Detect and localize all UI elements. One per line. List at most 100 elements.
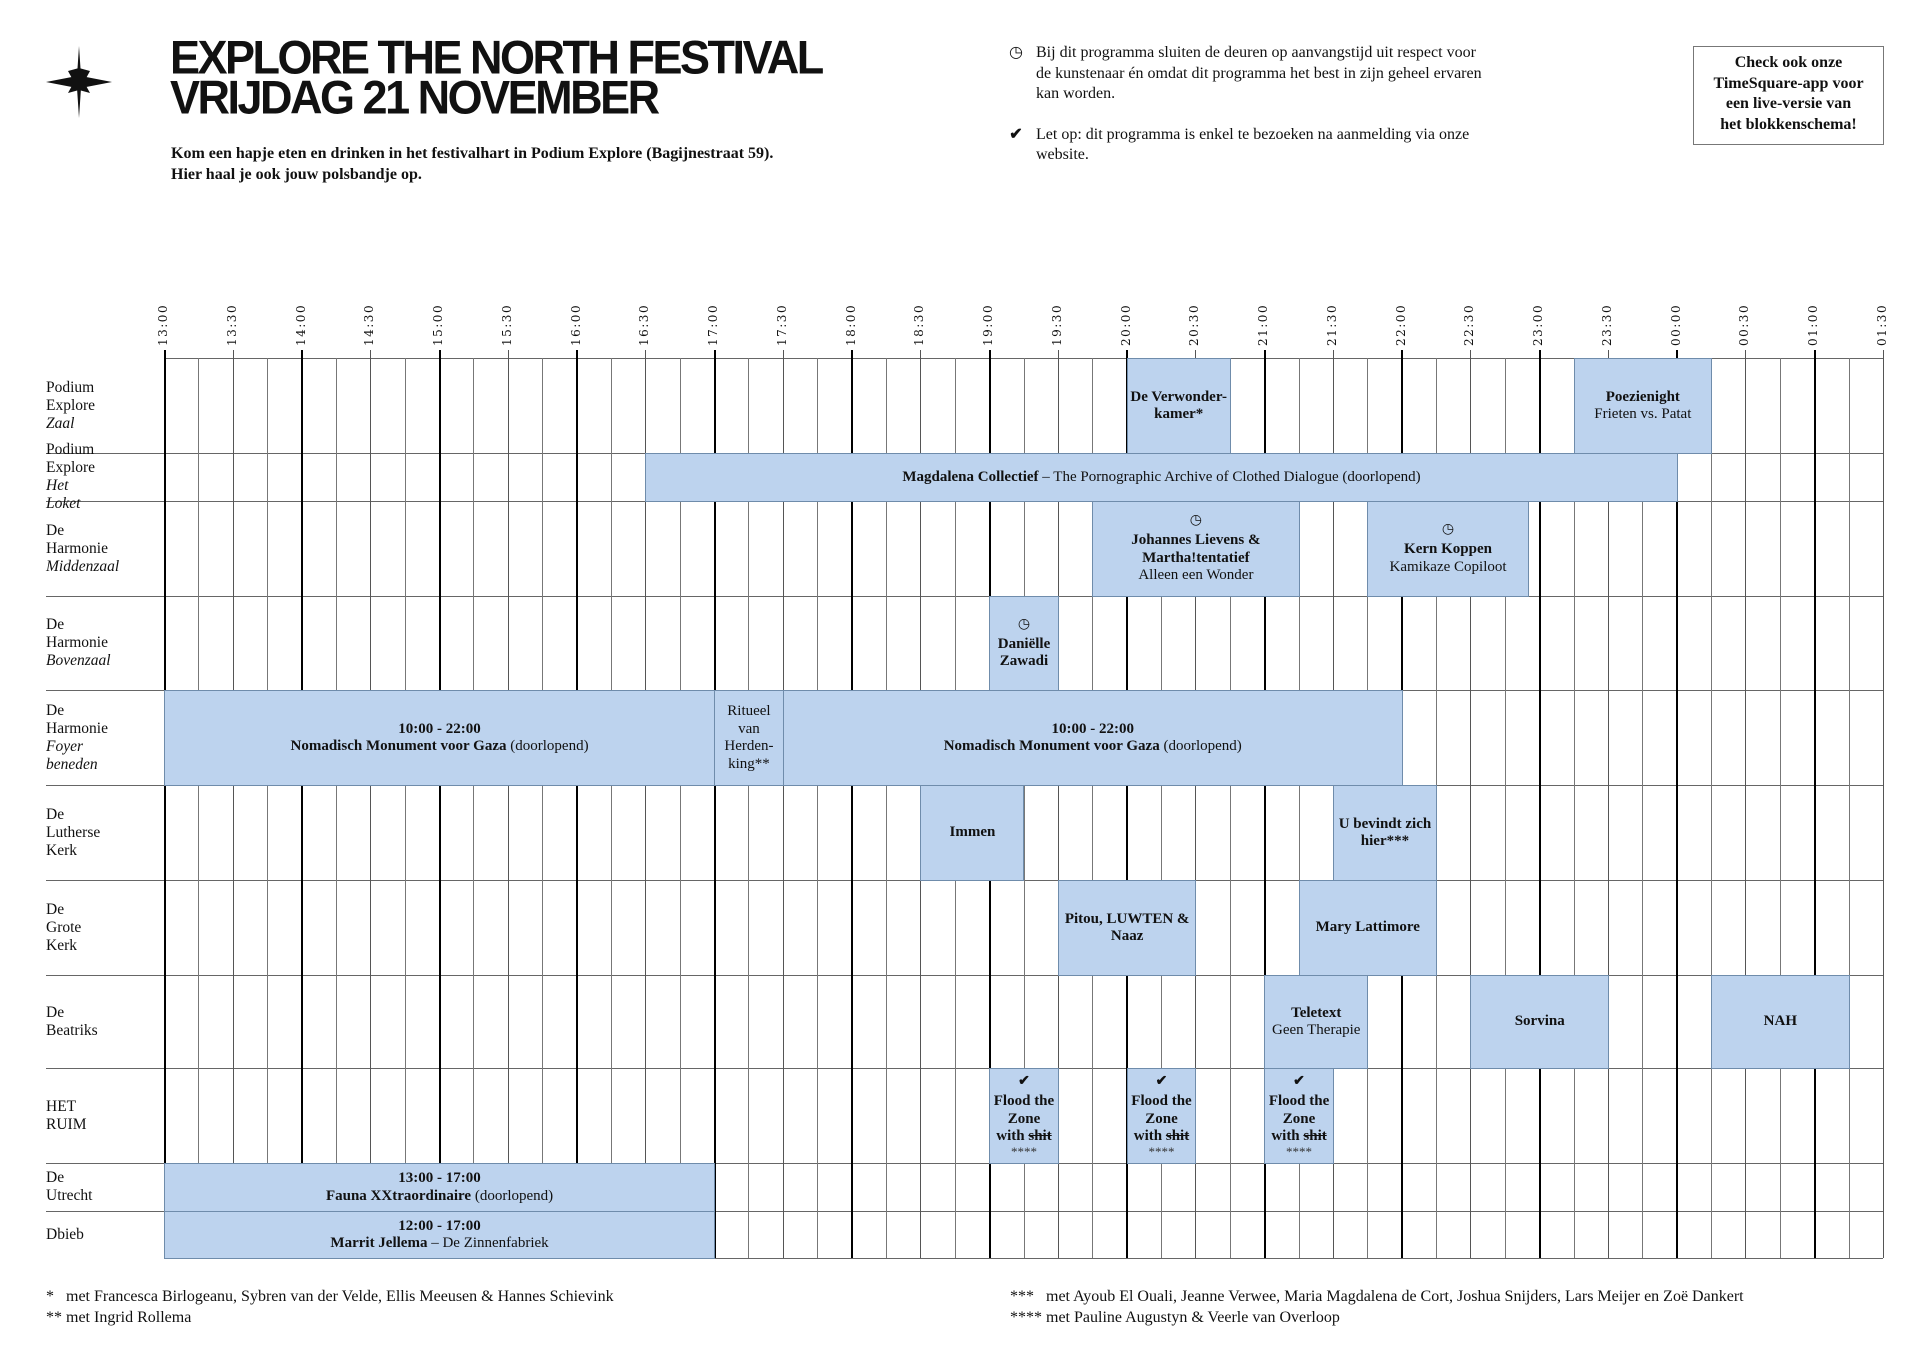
time-tick-label: 16:00 bbox=[568, 303, 583, 346]
time-gridline bbox=[438, 350, 441, 1258]
time-tick-label: 14:30 bbox=[362, 303, 377, 346]
event-block[interactable]: Pitou, LUWTEN & Naaz bbox=[1057, 880, 1197, 976]
event-detail: (doorlopend) bbox=[1159, 738, 1242, 754]
event-footnote-marker: **** bbox=[1148, 1143, 1175, 1159]
time-tick-label: 15:30 bbox=[499, 303, 514, 346]
row-divider bbox=[46, 1163, 1883, 1164]
time-tick-label: 20:30 bbox=[1187, 303, 1202, 346]
event-block[interactable]: Ritueel van Herden-king** bbox=[714, 690, 784, 786]
time-tick-label: 18:00 bbox=[843, 303, 858, 346]
row-divider bbox=[46, 975, 1883, 976]
event-title-line: Kern Koppen bbox=[1404, 541, 1492, 559]
time-tick-label: 18:30 bbox=[912, 303, 927, 346]
event-title-line: Marrit Jellema – De Zinnenfabriek bbox=[330, 1235, 548, 1253]
time-gridline bbox=[1883, 350, 1884, 1258]
time-gridline bbox=[748, 358, 750, 1258]
venue-name: De Grote Kerk bbox=[46, 900, 82, 954]
footnote: ** met Ingrid Rollema bbox=[46, 1308, 192, 1326]
event-title-strike: shit bbox=[1303, 1128, 1327, 1145]
event-title: Nomadisch Monument voor Gaza bbox=[943, 738, 1160, 754]
intro-line-2: Hier haal je ook jouw polsbandje op. bbox=[171, 166, 422, 183]
legend-text: Bij dit programma sluiten de deuren op a… bbox=[1036, 44, 1482, 102]
time-gridline bbox=[1607, 350, 1609, 1258]
event-block[interactable]: ✔Flood the Zone with shit**** bbox=[1126, 1068, 1197, 1164]
legend-text: Let op: dit programma is enkel te bezoek… bbox=[1036, 125, 1470, 164]
title-line-2: VRIJDAG 21 NOVEMBER bbox=[170, 70, 660, 125]
event-block[interactable]: Sorvina bbox=[1470, 975, 1609, 1069]
time-gridline bbox=[610, 358, 612, 1258]
time-tick-label: 21:30 bbox=[1324, 303, 1339, 346]
time-gridline bbox=[1263, 350, 1266, 1258]
event-title: Daniëlle Zawadi bbox=[997, 635, 1051, 670]
venue-name: Podium Explore bbox=[46, 378, 96, 414]
venue-name: De Utrecht bbox=[46, 1169, 93, 1204]
event-title: Immen bbox=[949, 824, 996, 841]
check-icon: ✔ bbox=[1018, 1074, 1030, 1090]
event-title-line: Nomadisch Monument voor Gaza (doorlopend… bbox=[291, 738, 589, 756]
event-time: 12:00 - 17:00 bbox=[398, 1217, 481, 1234]
time-tick-label: 23:30 bbox=[1599, 303, 1614, 346]
venue-label: De Grote Kerk bbox=[46, 880, 81, 975]
event-block[interactable]: ✔Flood the Zone with shit**** bbox=[1264, 1068, 1334, 1164]
timesquare-app-notice: Check ook onze TimeSquare-app voor een l… bbox=[1693, 46, 1884, 145]
event-block[interactable]: ✔Flood the Zone with shit**** bbox=[989, 1068, 1059, 1164]
time-gridline bbox=[645, 350, 647, 1258]
legend: ◷ Bij dit programma sluiten de deuren op… bbox=[1008, 43, 1508, 186]
time-gridline bbox=[1711, 358, 1713, 1258]
row-divider bbox=[46, 1211, 1883, 1212]
time-gridline bbox=[1779, 358, 1781, 1258]
event-block[interactable]: ◷Daniëlle Zawadi bbox=[989, 596, 1059, 691]
event-time: 13:00 - 17:00 bbox=[398, 1170, 481, 1186]
time-gridline bbox=[1161, 358, 1163, 1258]
event-title: Mary Lattimore bbox=[1315, 919, 1420, 936]
venue-room: Zaal bbox=[46, 414, 75, 432]
venue-label: De Utrecht bbox=[46, 1163, 92, 1211]
time-gridline bbox=[1057, 350, 1059, 1258]
time-gridline bbox=[1126, 350, 1129, 1258]
event-block[interactable]: Mary Lattimore bbox=[1298, 880, 1438, 976]
event-title: Sorvina bbox=[1514, 1013, 1565, 1030]
event-block[interactable]: De Verwonder-kamer* bbox=[1126, 358, 1231, 454]
event-title: U bevindt zich hier*** bbox=[1338, 815, 1432, 850]
event-subtitle: Geen Therapie bbox=[1272, 1022, 1361, 1038]
footnote: *** met Ayoub El Ouali, Jeanne Verwee, M… bbox=[1010, 1288, 1744, 1305]
footnotes-left: * met Francesca Birlogeanu, Sybren van d… bbox=[46, 1287, 614, 1328]
time-gridline bbox=[232, 350, 234, 1258]
check-icon: ✔ bbox=[1155, 1074, 1168, 1090]
time-tick-label: 17:00 bbox=[706, 303, 721, 346]
time-gridline bbox=[473, 358, 475, 1258]
venue-label: HET RUIM bbox=[46, 1068, 86, 1163]
row-divider bbox=[46, 1068, 1883, 1069]
event-time: 10:00 - 22:00 bbox=[1051, 720, 1134, 737]
time-tick-label: 22:00 bbox=[1393, 303, 1408, 346]
venue-name: HET RUIM bbox=[46, 1097, 87, 1133]
event-title-line: NAH bbox=[1764, 1013, 1797, 1031]
event-title: Kern Koppen bbox=[1404, 541, 1492, 557]
time-gridline bbox=[1848, 358, 1850, 1258]
event-title-line: Sorvina bbox=[1515, 1013, 1565, 1031]
time-tick-label: 21:00 bbox=[1256, 303, 1271, 346]
event-title-line: Daniëlle Zawadi bbox=[992, 636, 1056, 671]
time-gridline bbox=[1813, 350, 1816, 1258]
venue-name: De Harmonie bbox=[46, 616, 108, 651]
event-block[interactable]: U bevindt zich hier*** bbox=[1332, 785, 1438, 881]
time-gridline bbox=[576, 350, 579, 1258]
event-block[interactable]: NAH bbox=[1711, 975, 1850, 1069]
event-block[interactable]: Magdalena Collectief – The Pornographic … bbox=[645, 453, 1678, 502]
time-tick-label: 00:30 bbox=[1737, 303, 1752, 346]
event-block[interactable]: Immen bbox=[920, 785, 1025, 881]
legend-item-check: ✔ Let op: dit programma is enkel te bezo… bbox=[1008, 125, 1508, 166]
event-title: De Verwonder-kamer* bbox=[1130, 388, 1227, 423]
event-subtitle: Alleen een Wonder bbox=[1138, 567, 1254, 584]
event-title-line: De Verwonder-kamer* bbox=[1130, 389, 1228, 424]
